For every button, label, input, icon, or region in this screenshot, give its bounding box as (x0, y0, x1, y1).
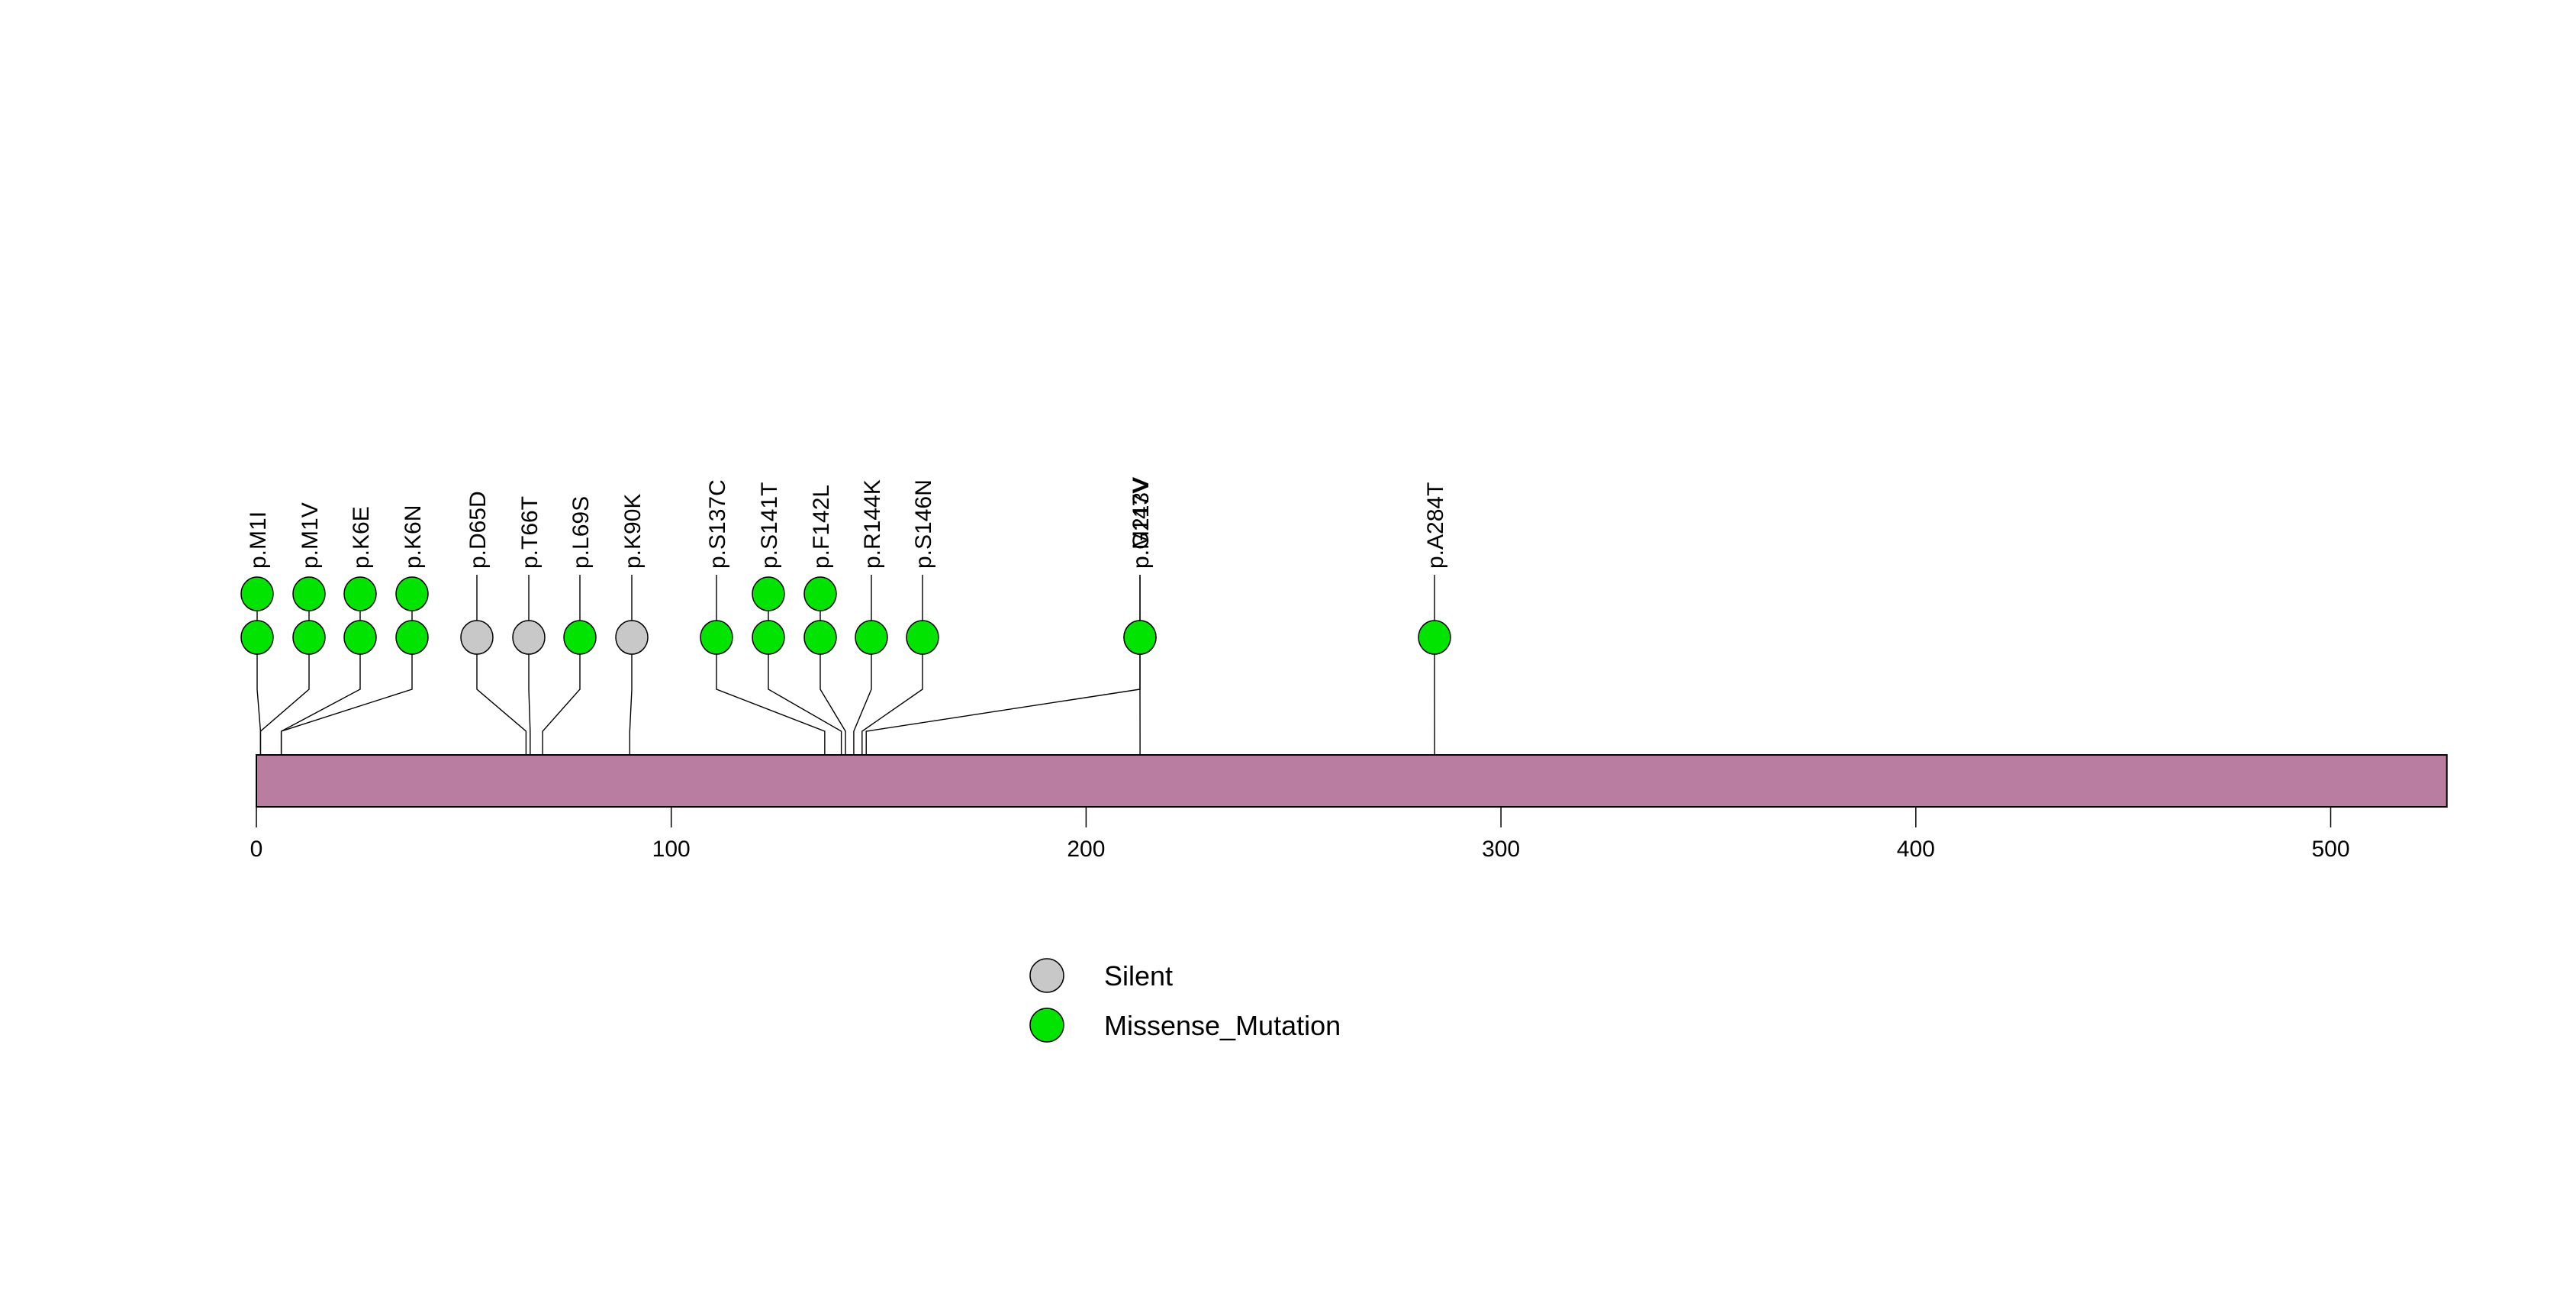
axis-tick-label: 300 (1482, 837, 1520, 862)
mutation-circle (1123, 620, 1157, 655)
axis-tick-label: 400 (1897, 837, 1935, 862)
mutation-label: p.K6N (401, 505, 426, 569)
protein-backbone-bar (256, 754, 2448, 808)
mutation-circle (563, 620, 597, 655)
mutation-circle (395, 620, 429, 655)
mutation-circle (615, 620, 649, 655)
mutation-label: p.M1I (246, 511, 271, 569)
legend-swatch (1029, 1008, 1064, 1043)
mutation-label: p.R144K (860, 479, 885, 569)
mutation-label: p.T66T (517, 496, 543, 569)
mutation-label: p.A284T (1423, 482, 1448, 569)
mutation-circle (803, 576, 837, 611)
axis-tick-label: 500 (2311, 837, 2349, 862)
mutation-circle (752, 576, 785, 611)
mutation-circle (752, 620, 785, 655)
mutation-label: p.S137C (705, 479, 730, 569)
mutation-label: p.S141T (757, 482, 782, 569)
mutation-circle (240, 576, 274, 611)
mutation-label: p.F142L (809, 485, 834, 569)
mutation-circle (395, 576, 429, 611)
axis-tick-label: 0 (250, 837, 263, 862)
mutation-label: p.D65D (465, 491, 491, 569)
mutation-circle (700, 620, 733, 655)
mutation-label: p.M213V (1129, 477, 1154, 569)
legend-swatch (1029, 958, 1064, 993)
legend-label: Silent (1104, 960, 1173, 992)
legend-label: Missense_Mutation (1104, 1010, 1341, 1041)
mutation-circle (803, 620, 837, 655)
mutation-circle (1418, 620, 1451, 655)
mutation-circle (855, 620, 888, 655)
mutation-circle (512, 620, 546, 655)
mutation-circle (343, 576, 377, 611)
axis-tick-label: 100 (652, 837, 691, 862)
axis-tick-label: 200 (1067, 837, 1105, 862)
mutation-circle (292, 620, 326, 655)
mutation-label: p.M1V (298, 502, 323, 569)
mutation-circle (240, 620, 274, 655)
mutation-label: p.L69S (568, 496, 594, 569)
mutation-label: p.S146N (911, 479, 936, 569)
mutation-circle (460, 620, 494, 655)
mutation-circle (906, 620, 939, 655)
mutation-label: p.K6E (349, 506, 374, 569)
mutation-label: p.K90K (620, 494, 646, 569)
mutation-circle (343, 620, 377, 655)
mutation-circle (292, 576, 326, 611)
mutation-label: p.G147V (1129, 479, 1154, 569)
